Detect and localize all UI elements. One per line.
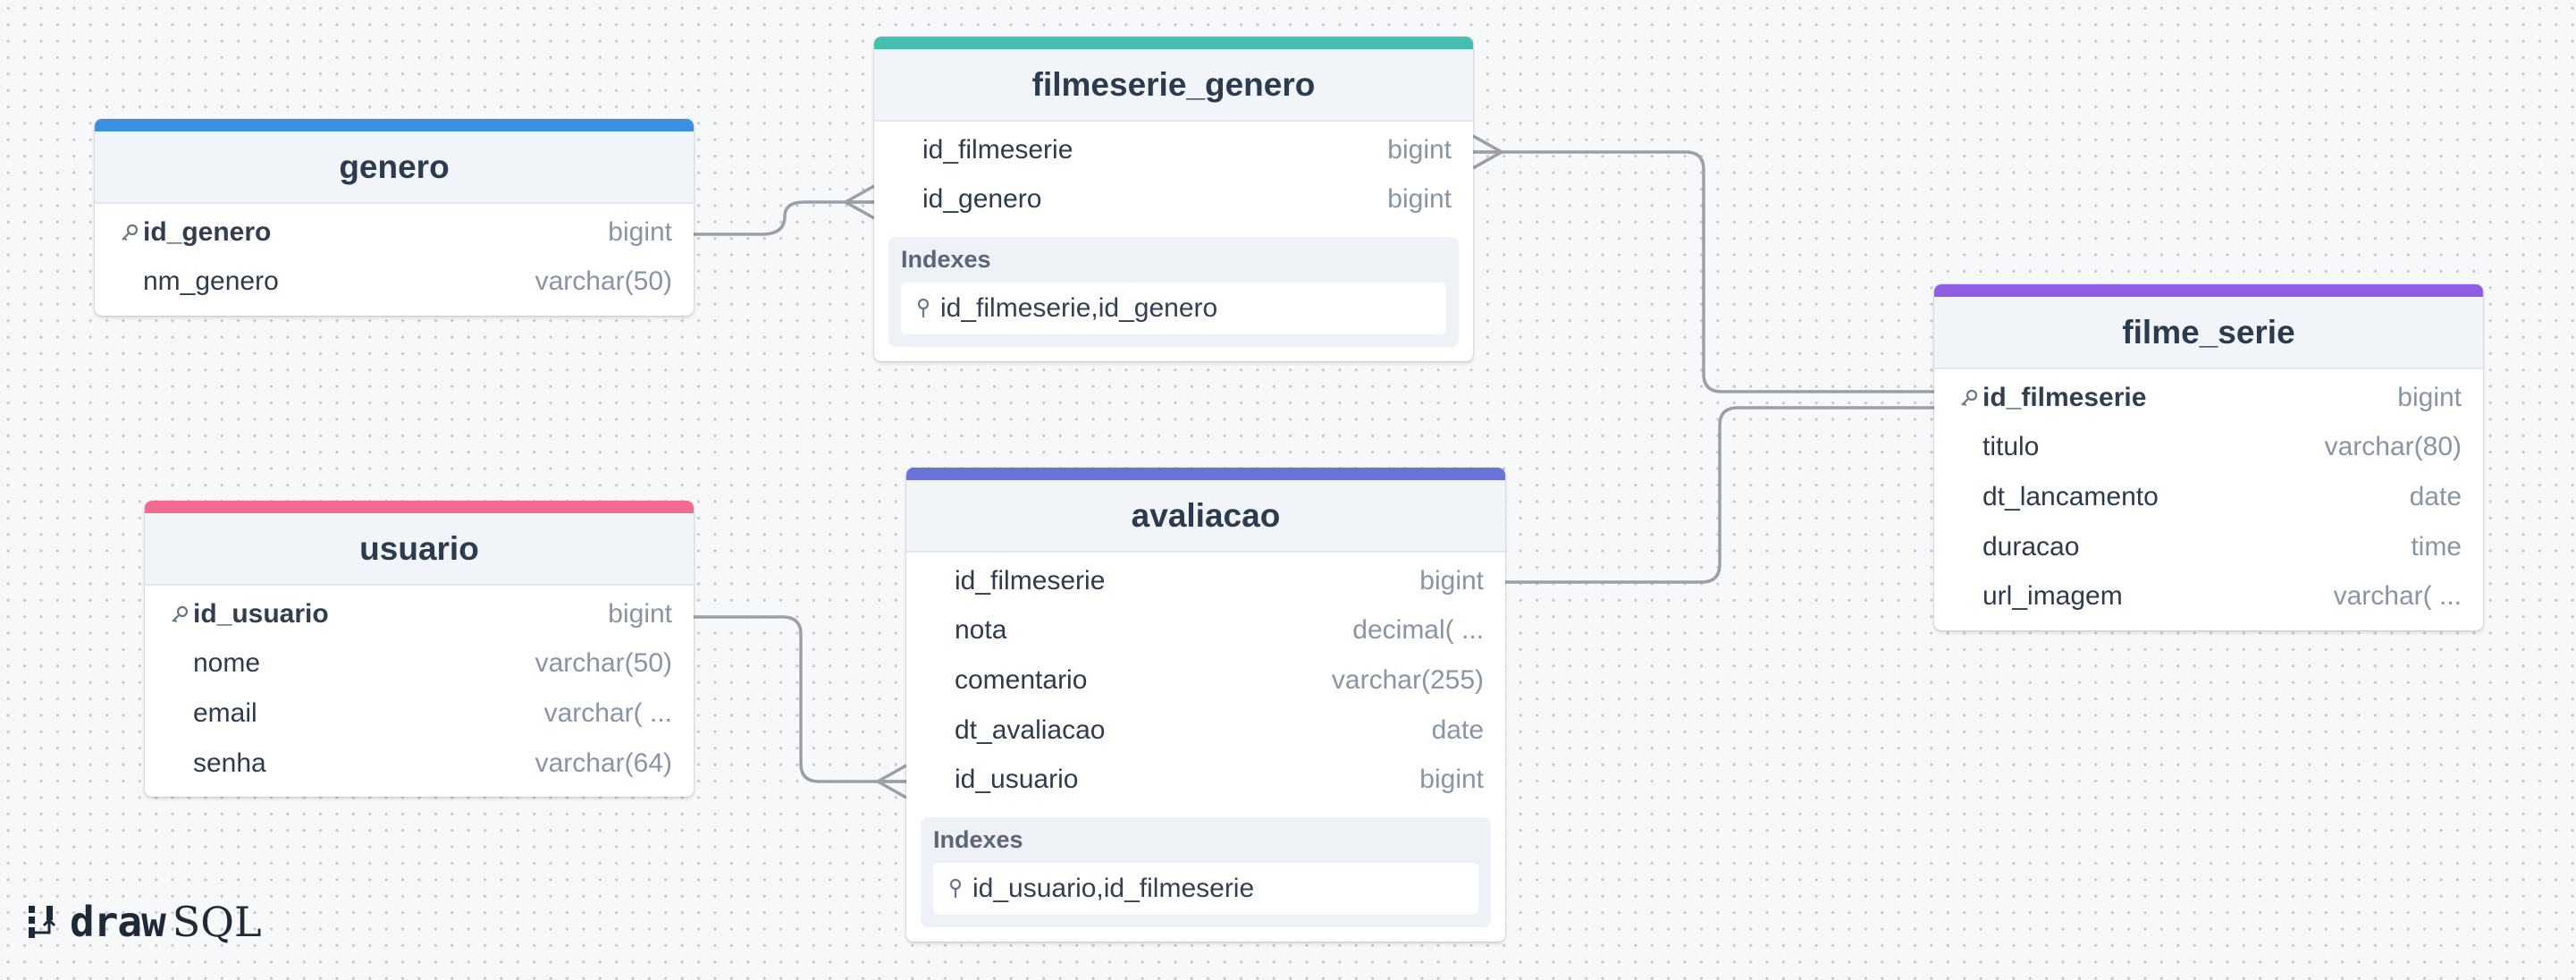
column-name: dt_avaliacao — [955, 714, 1106, 745]
column-name: comentario — [955, 664, 1088, 695]
relation-filme-serie-avaliacao — [1505, 406, 1934, 584]
indexes-title: Indexes — [933, 825, 1023, 853]
column-row[interactable]: id_genero bigint — [95, 207, 694, 258]
table-title[interactable]: filme_serie — [1934, 297, 2483, 369]
column-type: date — [1431, 714, 1484, 745]
crowfoot-filmeserie-genero-id-filmeserie — [1472, 134, 1505, 170]
column-row[interactable]: id_genero bigint — [874, 175, 1473, 225]
column-row[interactable]: titulo varchar(80) — [1934, 423, 2483, 473]
relation-genero-filmeserie-genero — [694, 200, 874, 236]
column-row[interactable]: dt_avaliacao date — [906, 705, 1505, 756]
table-color-bar — [145, 501, 694, 513]
column-type: varchar(50) — [535, 266, 672, 297]
column-row[interactable]: nota decimal( ... — [906, 606, 1505, 656]
table-avaliacao[interactable]: avaliacao id_filmeserie bigint nota deci… — [906, 468, 1505, 942]
column-row[interactable]: dt_lancamento date — [1934, 472, 2483, 522]
index-key-icon — [915, 298, 940, 319]
column-row[interactable]: id_usuario bigint — [145, 589, 694, 639]
column-type: varchar(50) — [535, 648, 672, 679]
table-usuario[interactable]: usuario id_usuario bigint nome varchar(5… — [145, 501, 694, 798]
column-name: id_filmeserie — [922, 134, 1073, 165]
column-name: id_genero — [143, 216, 272, 247]
column-row[interactable]: duracao time — [1934, 522, 2483, 572]
table-title[interactable]: usuario — [145, 513, 694, 586]
table-title[interactable]: avaliacao — [906, 480, 1505, 553]
crowfoot-filmeserie-genero-id-genero — [842, 184, 875, 220]
key-icon — [1959, 388, 1981, 408]
column-row[interactable]: comentario varchar(255) — [906, 655, 1505, 705]
table-color-bar — [906, 468, 1505, 480]
column-name: titulo — [1983, 432, 2040, 462]
column-type: bigint — [1419, 765, 1484, 795]
column-row[interactable]: id_usuario bigint — [906, 755, 1505, 805]
column-name: dt_lancamento — [1983, 481, 2159, 511]
column-row[interactable]: id_filmeserie bigint — [1934, 373, 2483, 423]
column-type: date — [2409, 481, 2462, 511]
column-type: time — [2411, 531, 2462, 562]
drawsql-logo-icon — [29, 906, 56, 938]
table-genero[interactable]: genero id_genero bigint nm_genero varcha… — [95, 119, 694, 317]
column-name: senha — [193, 748, 266, 778]
column-row[interactable]: url_imagem varchar( ... — [1934, 571, 2483, 621]
relation-usuario-avaliacao — [694, 615, 906, 783]
table-color-bar — [874, 37, 1473, 49]
indexes-panel: Indexes id_filmeserie,id_genero — [888, 237, 1459, 348]
column-name: url_imagem — [1983, 581, 2123, 612]
logo-text-sql: SQL — [172, 898, 262, 946]
column-name: nm_genero — [143, 266, 279, 297]
index-columns: id_filmeserie,id_genero — [940, 293, 1218, 324]
index-columns: id_usuario,id_filmeserie — [972, 873, 1255, 903]
table-color-bar — [95, 119, 694, 131]
table-color-bar — [1934, 284, 2483, 297]
indexes-title: Indexes — [901, 246, 991, 274]
relation-filme-serie-filmeserie-genero — [1473, 150, 1934, 393]
logo-text-draw: draw — [70, 898, 166, 946]
index-item[interactable]: id_usuario,id_filmeserie — [933, 862, 1478, 915]
column-name: id_filmeserie — [955, 565, 1106, 596]
table-filmeserie-genero[interactable]: filmeserie_genero id_filmeserie bigint i… — [874, 37, 1473, 362]
table-title[interactable]: genero — [95, 131, 694, 204]
column-type: bigint — [608, 598, 672, 629]
column-row[interactable]: senha varchar(64) — [145, 739, 694, 789]
column-name: id_genero — [922, 184, 1042, 215]
column-row[interactable]: nome varchar(50) — [145, 639, 694, 689]
column-type: bigint — [608, 216, 672, 247]
column-name: nota — [955, 615, 1007, 646]
column-type: bigint — [1419, 565, 1484, 596]
column-row[interactable]: id_filmeserie bigint — [906, 556, 1505, 606]
key-icon — [120, 223, 141, 242]
key-icon — [170, 604, 191, 624]
column-type: bigint — [1387, 184, 1452, 215]
index-key-icon — [947, 878, 972, 900]
column-type: bigint — [2397, 382, 2462, 412]
column-row[interactable]: email varchar( ... — [145, 689, 694, 739]
column-name: email — [193, 697, 257, 728]
column-name: id_usuario — [955, 765, 1079, 795]
column-name: id_filmeserie — [1983, 382, 2147, 412]
column-type: decimal( ... — [1352, 615, 1484, 646]
column-type: varchar( ... — [543, 697, 672, 728]
column-row[interactable]: id_filmeserie bigint — [874, 125, 1473, 175]
table-title[interactable]: filmeserie_genero — [874, 49, 1473, 122]
table-filme-serie[interactable]: filme_serie id_filmeserie bigint titulo … — [1934, 284, 2483, 630]
column-type: varchar( ... — [2333, 581, 2462, 612]
column-name: id_usuario — [193, 598, 329, 629]
column-type: varchar(255) — [1331, 664, 1484, 695]
column-type: bigint — [1387, 134, 1452, 165]
column-type: varchar(64) — [535, 748, 672, 778]
column-name: duracao — [1983, 531, 2080, 562]
indexes-panel: Indexes id_usuario,id_filmeserie — [921, 816, 1491, 927]
column-row[interactable]: nm_genero varchar(50) — [95, 258, 694, 308]
column-name: nome — [193, 648, 261, 679]
index-item[interactable]: id_filmeserie,id_genero — [901, 283, 1446, 335]
crowfoot-avaliacao-id-usuario — [874, 764, 907, 799]
column-type: varchar(80) — [2324, 432, 2462, 462]
